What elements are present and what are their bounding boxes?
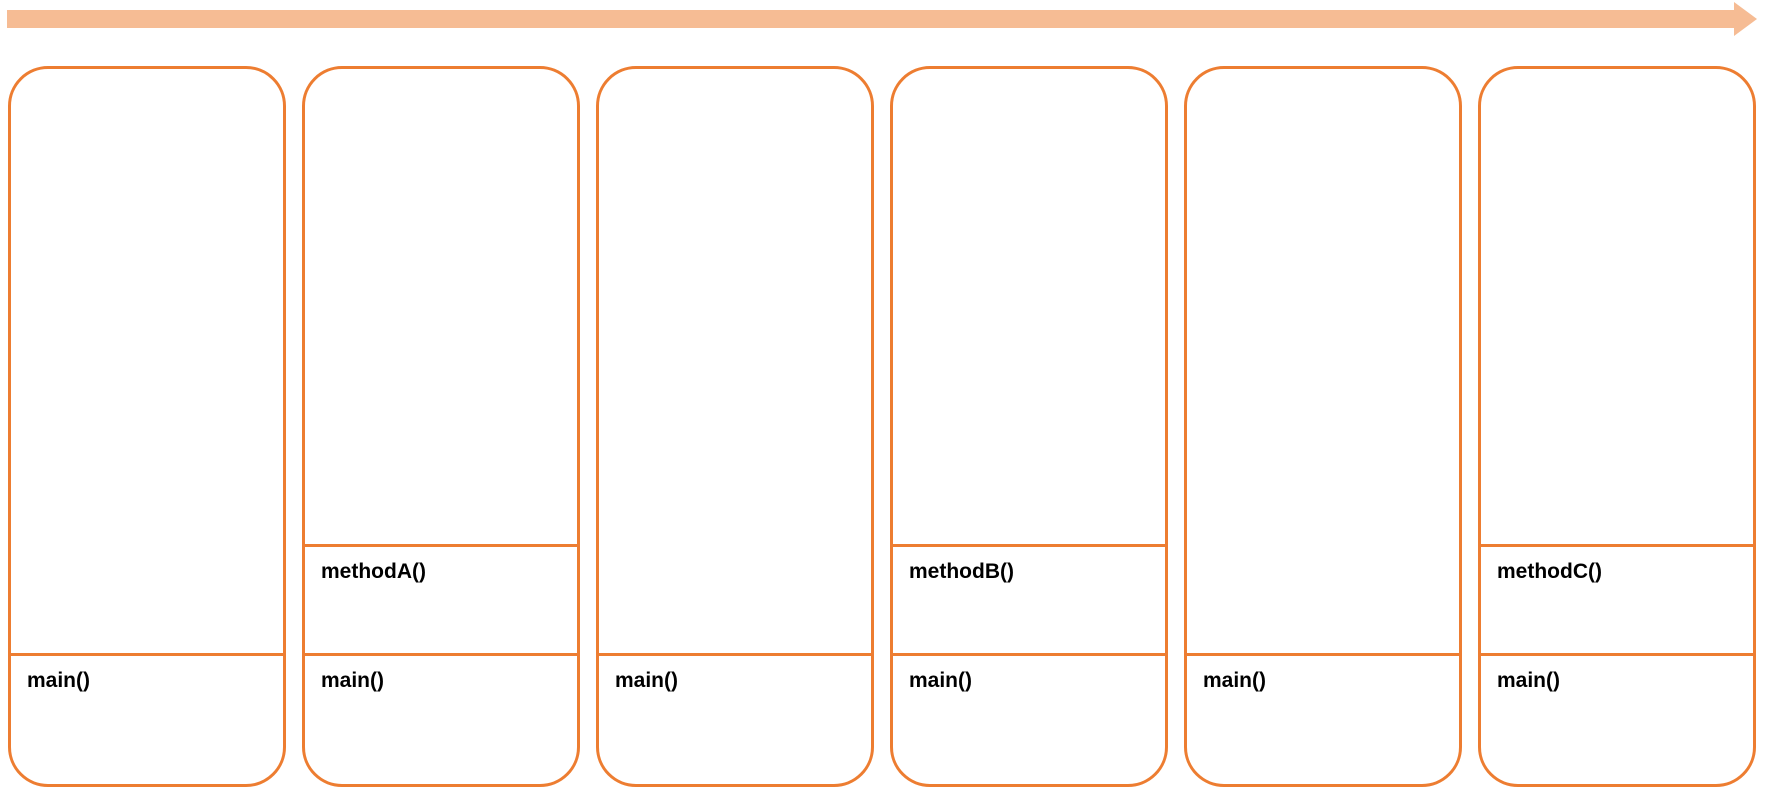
time-arrow-shaft xyxy=(7,10,1734,28)
stack-frame-label: methodC() xyxy=(1497,560,1602,583)
stack-frame-methodB: methodB() xyxy=(893,544,1165,653)
stack-frame-label: main() xyxy=(909,669,972,692)
stack-frame-label: main() xyxy=(1203,669,1266,692)
stack-frame-label: main() xyxy=(321,669,384,692)
time-arrow xyxy=(7,2,1757,36)
stack-frame-methodA: methodA() xyxy=(305,544,577,653)
stack-panel-t1: main() xyxy=(8,66,286,787)
stack-frame-label: methodB() xyxy=(909,560,1014,583)
stack-panel-t2: methodA() main() xyxy=(302,66,580,787)
stack-frame-main: main() xyxy=(893,653,1165,784)
stack-panel-t6: methodC() main() xyxy=(1478,66,1756,787)
stack-frame-label: methodA() xyxy=(321,560,426,583)
stack-frame-main: main() xyxy=(305,653,577,784)
stack-frame-main: main() xyxy=(1187,653,1459,784)
stack-frame-label: main() xyxy=(615,669,678,692)
stack-panel-t5: main() xyxy=(1184,66,1462,787)
stack-panel-t3: main() xyxy=(596,66,874,787)
stack-frame-methodC: methodC() xyxy=(1481,544,1753,653)
stack-frame-main: main() xyxy=(1481,653,1753,784)
time-arrow-head-icon xyxy=(1734,2,1757,36)
stack-frame-label: main() xyxy=(27,669,90,692)
stack-frame-label: main() xyxy=(1497,669,1560,692)
stack-snapshots-row: main() methodA() main() main() methodB()… xyxy=(8,66,1756,787)
stack-frame-main: main() xyxy=(599,653,871,784)
stack-panel-t4: methodB() main() xyxy=(890,66,1168,787)
stack-frame-main: main() xyxy=(11,653,283,784)
